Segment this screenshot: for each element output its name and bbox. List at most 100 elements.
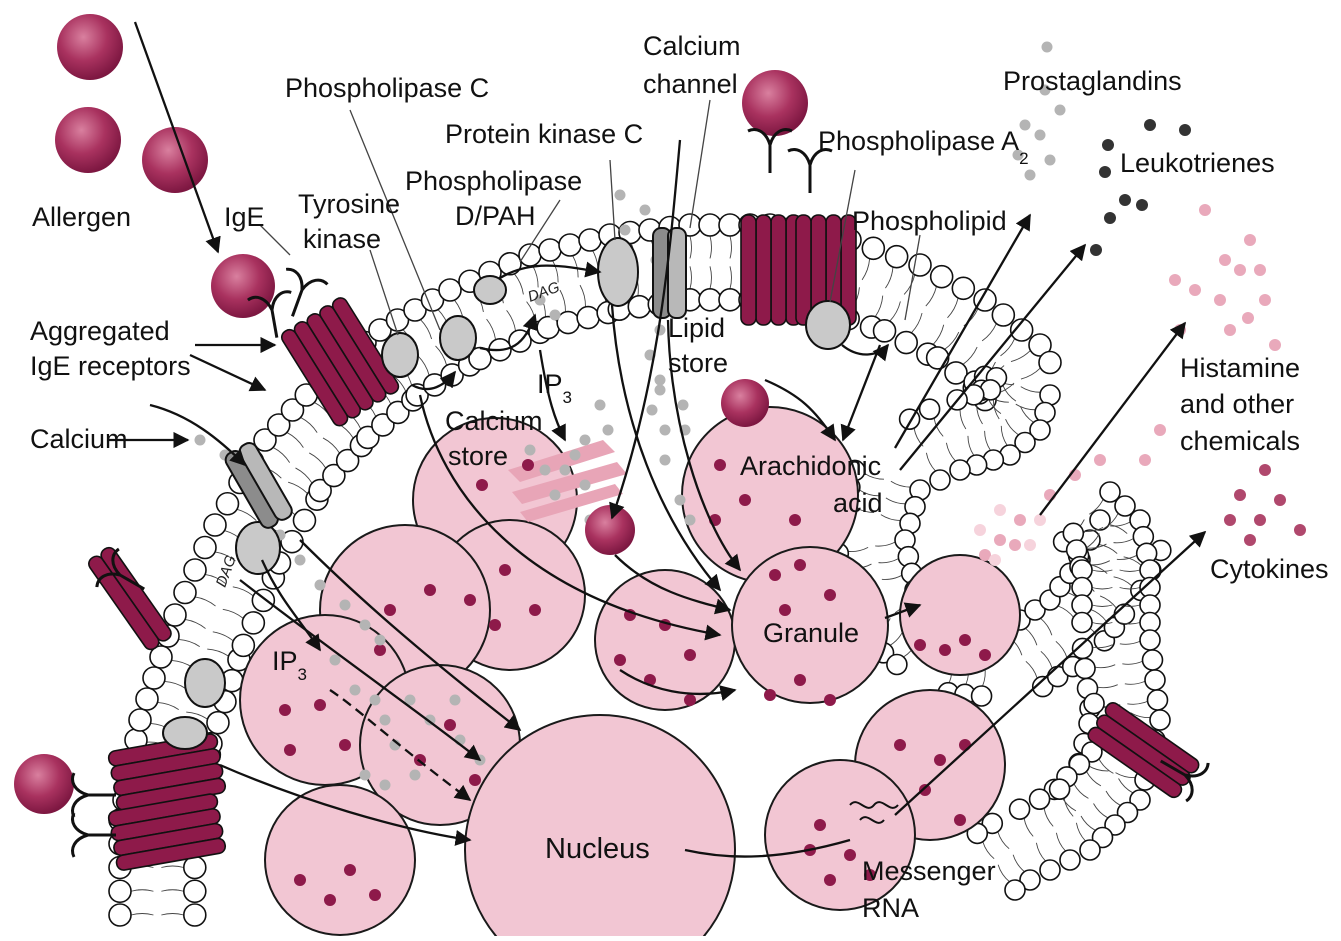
lipid-tail — [161, 866, 183, 868]
label-tyrosine: Tyrosine — [298, 189, 400, 219]
ige-arm — [748, 130, 792, 173]
granule-content-dot — [794, 674, 806, 686]
granule-content-dot — [684, 649, 696, 661]
lipid-tail — [1064, 798, 1073, 816]
lipid-head — [930, 470, 950, 490]
label-arachidonic: Arachidonic — [740, 451, 881, 481]
lipid-tail — [891, 481, 911, 487]
label-allergen: Allergen — [32, 202, 131, 232]
label-rna: RNA — [862, 893, 919, 923]
lipid-head — [699, 214, 721, 236]
lipid-tail — [195, 597, 216, 606]
histamine-dot — [989, 554, 1001, 566]
lipid-tail — [1056, 833, 1065, 851]
label-calcium: Calcium — [30, 424, 128, 454]
calcium-dot — [615, 190, 626, 201]
phospholipase-a2-icon — [806, 301, 850, 349]
granule-content-dot — [369, 889, 381, 901]
lipid-tail — [982, 324, 996, 341]
label-nucleus: Nucleus — [545, 833, 650, 865]
cytokine-dot — [1254, 514, 1266, 526]
lipid-tail — [1120, 570, 1140, 572]
arrow-pla2-arach — [843, 345, 880, 440]
lipid-tail — [1056, 641, 1067, 658]
protein-kinase-c-icon — [598, 238, 638, 306]
label-histamine: Histamine — [1180, 353, 1300, 383]
lipid-head — [950, 460, 970, 480]
lipid-head — [579, 229, 601, 251]
lipid-head — [577, 307, 599, 329]
granule-content-dot — [529, 604, 541, 616]
granule-content-dot — [844, 849, 856, 861]
lipid-head — [699, 289, 721, 311]
calcium-dot — [620, 225, 631, 236]
lipid-head — [886, 246, 908, 268]
lipid-head — [1072, 613, 1092, 633]
histamine-dot — [1219, 254, 1231, 266]
lipid-head — [719, 214, 741, 236]
lipid-tail — [309, 453, 326, 468]
calcium-dot — [410, 770, 421, 781]
lipid-tail — [848, 547, 868, 551]
lipid-head — [164, 604, 186, 626]
lipid-head — [887, 655, 907, 675]
lipid-head — [909, 254, 931, 276]
lipid-tail — [1106, 791, 1120, 805]
lipid-head — [184, 904, 206, 926]
lipid-tail — [1081, 816, 1095, 830]
lipid-head — [1084, 694, 1104, 714]
histamine-dot — [1259, 294, 1271, 306]
histamine-dot — [1094, 454, 1106, 466]
histamine-dot — [1199, 204, 1211, 216]
lipid-tail — [1026, 628, 1037, 645]
granule-content-dot — [384, 604, 396, 616]
dag-label: DAG — [213, 553, 240, 590]
lipid-head — [1075, 658, 1095, 678]
lipid-tail — [890, 301, 901, 321]
lipid-tail — [1086, 771, 1100, 785]
label-calcium-store-2: store — [448, 441, 508, 471]
calcium-dot — [1020, 120, 1031, 131]
histamine-dot — [1254, 264, 1266, 276]
lipid-tail — [178, 639, 199, 646]
ige-antibody-icon — [788, 150, 832, 193]
lipid-tail — [730, 266, 732, 288]
lipid-head — [1060, 850, 1080, 870]
lipid-tail — [1024, 818, 1033, 836]
lipid-head — [559, 234, 581, 256]
calcium-dot — [360, 620, 371, 631]
lipid-head — [1080, 840, 1100, 860]
receptor-icon — [741, 215, 801, 325]
lipid-head — [129, 709, 151, 731]
leukotriene-dot — [1144, 119, 1156, 131]
arrow-to-prostaglandins — [895, 215, 1030, 448]
lipid-tail — [1116, 773, 1136, 778]
granule-content-dot — [464, 594, 476, 606]
allergen-icon — [742, 70, 808, 136]
calcium-dot — [655, 375, 666, 386]
histamine-dot — [1169, 274, 1181, 286]
label-calcium-store-1: Calcium — [445, 406, 543, 436]
lipid-head — [217, 493, 239, 515]
lipid-tail — [926, 286, 937, 306]
histamine-dot — [1244, 234, 1256, 246]
lipid-tail — [1076, 823, 1085, 841]
calcium-dot — [350, 685, 361, 696]
lipid-tail — [1114, 539, 1134, 543]
calcium-dot — [380, 715, 391, 726]
histamine-dot — [994, 504, 1006, 516]
histamine-dot — [1242, 312, 1254, 324]
leukotriene-dot — [1136, 199, 1148, 211]
lipid-tail — [1074, 784, 1088, 798]
histamine-dot — [974, 524, 986, 536]
calcium-dot — [340, 600, 351, 611]
histamine-dot — [1024, 539, 1036, 551]
lipid-tail — [710, 236, 712, 258]
label-messenger: Messenger — [862, 856, 996, 886]
calcium-dot — [380, 780, 391, 791]
lipid-head — [1010, 799, 1030, 819]
lipid-tail — [1026, 661, 1037, 678]
cytokine-dot — [1259, 464, 1271, 476]
granule-content-dot — [824, 589, 836, 601]
